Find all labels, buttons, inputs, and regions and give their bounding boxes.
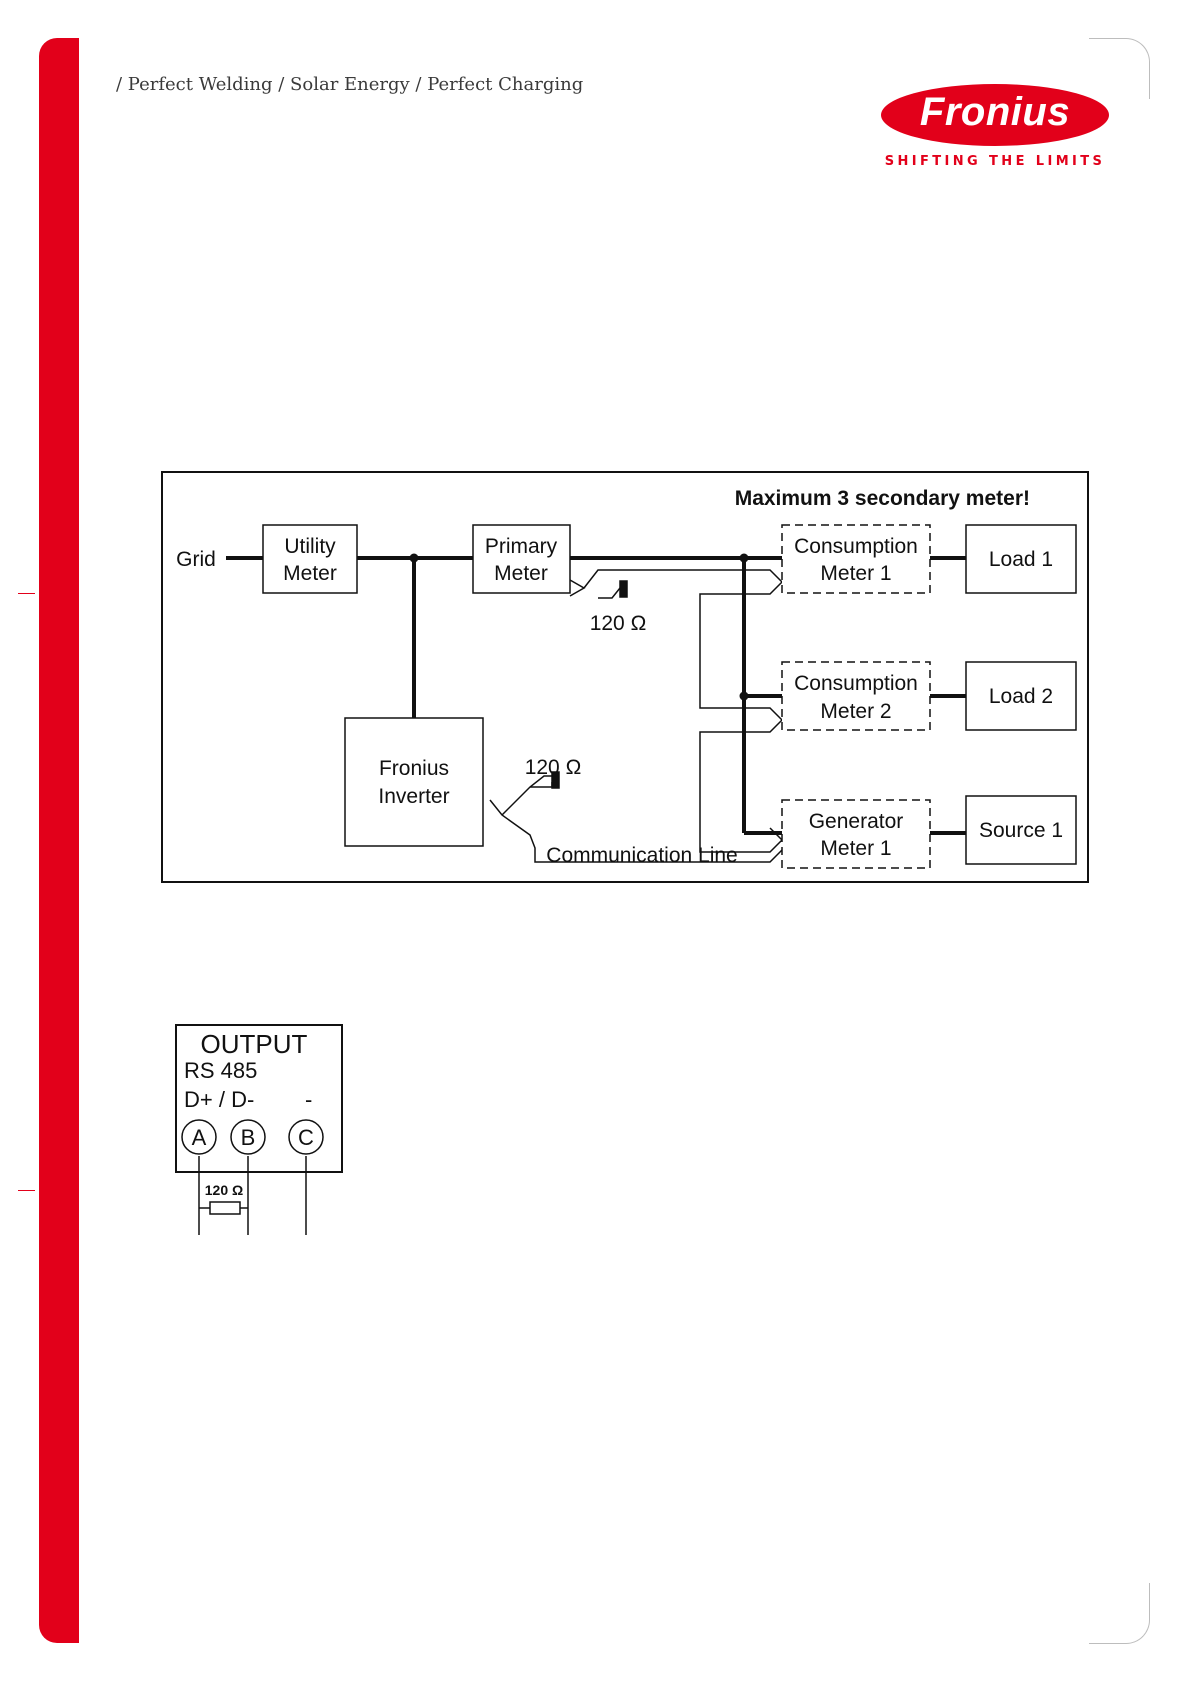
communication-line-label: Communication Line [546,844,737,867]
consumption-meter-2-label: Consumption [794,672,918,695]
consumption-meter-1-label: Meter 1 [820,562,891,585]
termination-resistor-label: 120 Ω [590,612,647,635]
utility-meter-label: Utility [284,535,336,558]
consumption-meter-2-box [781,661,931,731]
output-title: OUTPUT [201,1029,308,1059]
consumption-meter-1-box [781,524,931,594]
primary-meter-box [472,524,571,594]
page-corner-mark [1089,1583,1150,1644]
termination-resistor-label: 120 Ω [525,756,582,779]
rs485-label: RS 485 [184,1058,257,1083]
load-2-box [965,661,1077,731]
primary-meter-label: Meter [494,562,548,585]
inverter-label: Inverter [378,785,449,808]
inverter-label: Fronius [379,757,449,780]
logo-ellipse [881,84,1109,146]
generator-meter-1-label: Generator [809,810,904,833]
source-1-box [965,795,1077,865]
header-tagline: / Perfect Welding / Solar Energy / Perfe… [116,74,584,95]
terminal-wires [198,1156,307,1235]
pin-assignment-label: D+ / D- [184,1087,254,1112]
junction-dot [409,553,419,563]
consumption-meter-1-label: Consumption [794,535,918,558]
fold-mark [18,593,35,594]
terminal-c [288,1119,324,1155]
diagram-heading: Maximum 3 secondary meter! [735,487,1030,510]
grid-label: Grid [176,548,216,571]
inverter-box [344,717,484,847]
terminal-a-label: A [192,1125,207,1150]
load-1-label: Load 1 [989,548,1053,571]
utility-meter-box [262,524,358,594]
diagram-frame [161,471,1089,883]
rs485-output-diagram: OUTPUT RS 485 D+ / D- - A B C 120 Ω [175,1024,343,1235]
generator-meter-1-box [781,799,931,869]
logo-wordmark: Fronius [919,90,1071,134]
punch-mark [18,1190,35,1191]
junction-dot [739,691,749,701]
consumption-meter-2-label: Meter 2 [820,700,891,723]
logo-slogan: SHIFTING THE LIMITS [884,154,1106,169]
pin-c-label: - [305,1087,312,1112]
primary-meter-label: Primary [485,535,558,558]
generator-meter-1-label: Meter 1 [820,837,891,860]
fronius-logo: Fronius SHIFTING THE LIMITS [880,84,1110,174]
terminal-b [230,1119,266,1155]
metering-diagram: Maximum 3 secondary meter! Grid Uti [161,471,1089,883]
load-1-box [965,524,1077,594]
terminal-b-label: B [241,1125,256,1150]
junction-dot [739,553,749,563]
terminal-a [181,1119,217,1155]
communication-lines [489,569,784,863]
brand-color-bar [39,38,79,1643]
resistor-label: 120 Ω [205,1182,243,1198]
source-1-label: Source 1 [979,819,1063,842]
page-corner-mark [1089,38,1150,99]
load-2-label: Load 2 [989,685,1053,708]
terminal-c-label: C [298,1125,314,1150]
utility-meter-label: Meter [283,562,337,585]
